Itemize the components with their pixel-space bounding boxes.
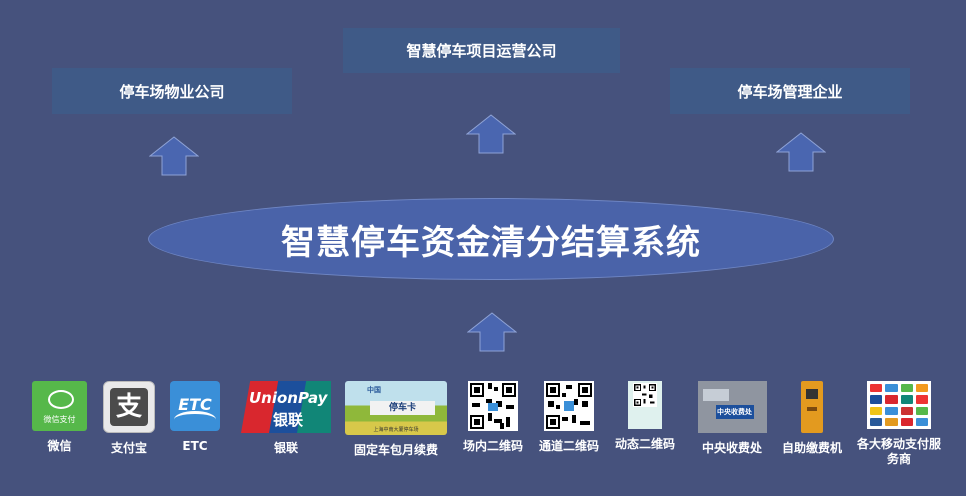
wechat-pay-icon: 微信支付: [32, 381, 87, 431]
alipay-icon-text: 支: [110, 388, 148, 426]
channel-alipay: 支 支付宝: [103, 381, 155, 456]
etc-icon: ETC: [170, 381, 220, 431]
parking-card-icon: 中国 停车卡 上海中南大厦停车场: [345, 381, 447, 435]
entity-box-management: 停车场管理企业: [670, 68, 910, 114]
channel-label: 银联: [273, 441, 298, 455]
channel-label: 微信: [47, 439, 72, 453]
channel-central-office: 中央收费处 中央收费处: [696, 381, 768, 456]
parking-card-logo: 中国: [367, 386, 381, 394]
arrow-up-icon: [466, 114, 516, 154]
channel-kiosk: 自助缴费机: [774, 381, 850, 456]
kiosk-icon: [801, 381, 823, 433]
parking-card-subtext: 上海中南大厦停车场: [373, 427, 419, 433]
unionpay-icon-text-en: UnionPay: [249, 389, 328, 407]
unionpay-icon-text-cn: 银联: [273, 411, 304, 429]
core-system-title: 智慧停车资金清分结算系统: [281, 222, 701, 263]
entity-box-property: 停车场物业公司: [52, 68, 292, 114]
wechat-pay-icon-text: 微信支付: [43, 415, 76, 424]
central-office-photo-icon: 中央收费处: [697, 381, 767, 433]
channel-label: 场内二维码: [462, 439, 523, 453]
qr-code-icon: [544, 381, 594, 431]
entity-label-property: 停车场物业公司: [119, 82, 225, 101]
channel-mobile-providers: 各大移动支付服务商: [854, 381, 944, 467]
channel-label: 自助缴费机: [781, 441, 842, 455]
entity-label-management: 停车场管理企业: [737, 82, 843, 101]
central-office-sign: 中央收费处: [715, 405, 754, 419]
arrow-up-icon: [776, 132, 826, 172]
entity-label-operator: 智慧停车项目运营公司: [406, 42, 557, 60]
unionpay-icon: UnionPay 银联: [241, 381, 331, 433]
channel-qr-dynamic: 动态二维码: [610, 381, 680, 452]
channel-monthly-card: 中国 停车卡 上海中南大厦停车场 固定车包月续费: [345, 381, 447, 458]
arrow-up-icon: [149, 136, 199, 176]
payment-logos-grid-icon: [867, 381, 931, 429]
channel-label: 动态二维码: [614, 437, 675, 451]
entity-box-operator: 智慧停车项目运营公司: [343, 28, 620, 73]
qr-code-icon: [468, 381, 518, 431]
channel-etc: ETC ETC: [170, 381, 220, 454]
channel-qr-in: 场内二维码: [458, 381, 528, 454]
channel-qr-channel: 通道二维码: [534, 381, 604, 454]
channel-label: 固定车包月续费: [353, 443, 438, 457]
channel-label: 通道二维码: [538, 439, 599, 453]
channel-wechat: 微信支付 微信: [32, 381, 87, 454]
arrow-up-icon: [467, 312, 517, 352]
channel-label: ETC: [182, 439, 208, 453]
core-system-ellipse: 智慧停车资金清分结算系统: [148, 198, 834, 280]
channel-label: 支付宝: [110, 441, 147, 455]
channel-label: 中央收费处: [701, 441, 762, 455]
channel-unionpay: UnionPay 银联 银联: [240, 381, 332, 456]
etc-icon-text: ETC: [178, 395, 212, 414]
channel-label: 各大移动支付服务商: [856, 437, 941, 466]
parking-card-text: 停车卡: [370, 401, 435, 415]
dynamic-qr-code-icon: [628, 381, 662, 429]
alipay-icon: 支: [103, 381, 155, 433]
